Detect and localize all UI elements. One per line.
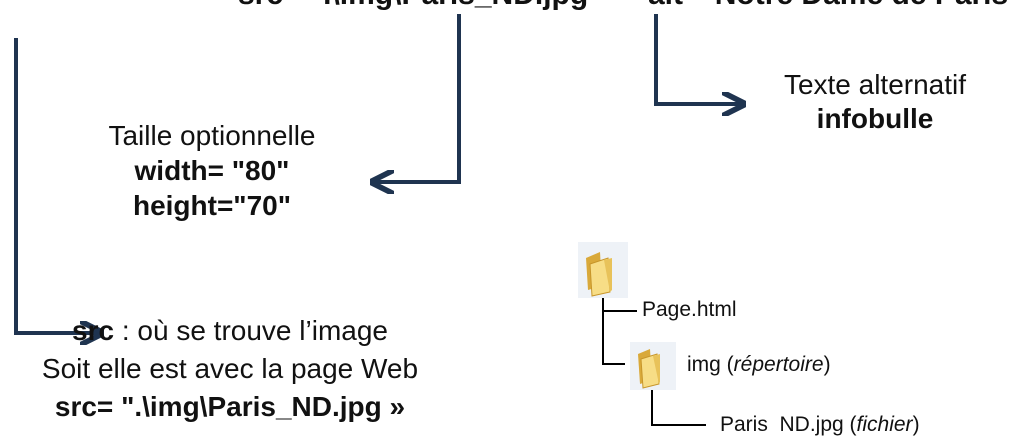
alt-arrow (654, 14, 742, 104)
src-line-1: src : où se trouve l’image (40, 312, 420, 350)
image-file-note: fichier (856, 413, 913, 436)
src-keyword: src (72, 315, 115, 346)
img-folder-name: img (687, 353, 721, 376)
top-src-fragment: src= ".\img\Paris_ND.jpg" (238, 0, 602, 12)
src-line-1-rest: : où se trouve l’image (114, 315, 388, 346)
size-arrow (374, 14, 461, 182)
tree-img-folder: img (répertoire) (687, 353, 831, 376)
tree-image-file: Paris ND.jpg (fichier) (720, 413, 920, 436)
tree-page-file: Page.html (642, 298, 737, 321)
src-line-2: Soit elle est avec la page Web (41, 353, 419, 384)
top-alt-fragment: alt="Notre Dame de Paris" (648, 0, 1012, 12)
tree-line-file (651, 390, 706, 426)
root-folder-icon (578, 242, 628, 298)
src-line-3: src= ".\img\Paris_ND.jpg » (54, 391, 406, 422)
alt-line-2: infobulle (816, 103, 934, 134)
tree-line-img (602, 311, 625, 365)
img-folder-icon (630, 342, 676, 390)
src-description: src : où se trouve l’image Soit elle est… (40, 312, 420, 426)
size-line-3: height="70" (132, 190, 292, 221)
src-arrow (14, 38, 100, 333)
alt-line-1: Texte alternatif (783, 69, 967, 100)
size-line-1: Taille optionnelle (108, 120, 316, 151)
image-file-name: Paris ND.jpg (720, 413, 844, 436)
img-folder-note: répertoire (733, 353, 824, 376)
size-description: Taille optionnelle width= "80" height="7… (84, 118, 340, 223)
tree-line-page (602, 296, 637, 312)
size-line-2: width= "80" (134, 155, 290, 186)
alt-description: Texte alternatif infobulle (735, 68, 1012, 136)
